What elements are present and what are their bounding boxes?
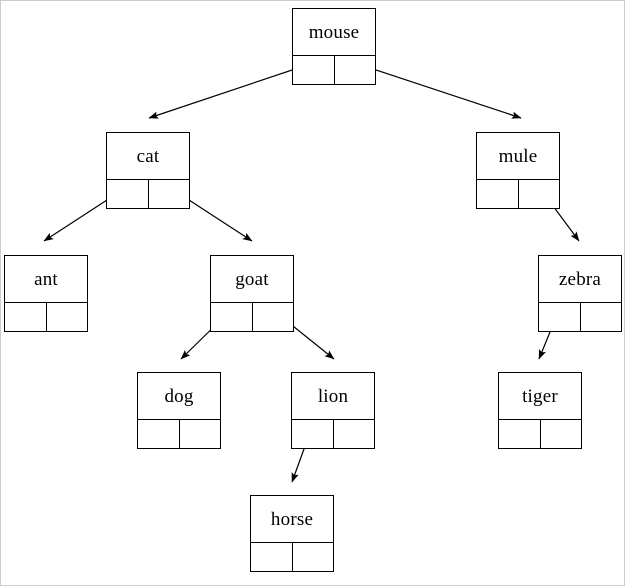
node-right-pointer-mule[interactable] <box>519 180 560 208</box>
node-right-pointer-goat[interactable] <box>253 303 294 331</box>
node-right-pointer-tiger[interactable] <box>541 420 582 448</box>
node-left-pointer-horse[interactable] <box>251 543 293 571</box>
node-right-pointer-dog[interactable] <box>180 420 221 448</box>
node-label-lion: lion <box>292 373 374 420</box>
node-left-pointer-tiger[interactable] <box>499 420 541 448</box>
node-label-horse: horse <box>251 496 333 543</box>
node-label-ant: ant <box>5 256 87 303</box>
tree-node-horse[interactable]: horse <box>250 495 334 572</box>
node-left-pointer-dog[interactable] <box>138 420 180 448</box>
node-label-dog: dog <box>138 373 220 420</box>
node-right-pointer-zebra[interactable] <box>581 303 622 331</box>
node-pointer-row-tiger <box>499 420 581 448</box>
node-left-pointer-zebra[interactable] <box>539 303 581 331</box>
tree-node-cat[interactable]: cat <box>106 132 190 209</box>
node-pointer-row-zebra <box>539 303 621 331</box>
tree-node-mouse[interactable]: mouse <box>292 8 376 85</box>
node-pointer-row-dog <box>138 420 220 448</box>
node-right-pointer-horse[interactable] <box>293 543 334 571</box>
node-left-pointer-goat[interactable] <box>211 303 253 331</box>
node-left-pointer-ant[interactable] <box>5 303 47 331</box>
tree-node-ant[interactable]: ant <box>4 255 88 332</box>
node-pointer-row-mule <box>477 180 559 208</box>
node-pointer-row-goat <box>211 303 293 331</box>
node-label-zebra: zebra <box>539 256 621 303</box>
edge-mouse-left <box>148 62 314 119</box>
node-pointer-row-horse <box>251 543 333 571</box>
node-right-pointer-mouse[interactable] <box>335 56 376 84</box>
node-left-pointer-cat[interactable] <box>107 180 149 208</box>
node-left-pointer-lion[interactable] <box>292 420 334 448</box>
node-left-pointer-mouse[interactable] <box>293 56 335 84</box>
node-pointer-row-ant <box>5 303 87 331</box>
tree-node-goat[interactable]: goat <box>210 255 294 332</box>
node-label-mouse: mouse <box>293 9 375 56</box>
node-pointer-row-cat <box>107 180 189 208</box>
node-right-pointer-ant[interactable] <box>47 303 88 331</box>
tree-node-lion[interactable]: lion <box>291 372 375 449</box>
node-label-goat: goat <box>211 256 293 303</box>
node-pointer-row-lion <box>292 420 374 448</box>
node-label-mule: mule <box>477 133 559 180</box>
tree-node-tiger[interactable]: tiger <box>498 372 582 449</box>
node-left-pointer-mule[interactable] <box>477 180 519 208</box>
node-right-pointer-cat[interactable] <box>149 180 190 208</box>
node-label-cat: cat <box>107 133 189 180</box>
node-right-pointer-lion[interactable] <box>334 420 375 448</box>
tree-node-mule[interactable]: mule <box>476 132 560 209</box>
tree-node-dog[interactable]: dog <box>137 372 221 449</box>
edge-mouse-right <box>354 62 522 119</box>
node-pointer-row-mouse <box>293 56 375 84</box>
node-label-tiger: tiger <box>499 373 581 420</box>
tree-node-zebra[interactable]: zebra <box>538 255 622 332</box>
